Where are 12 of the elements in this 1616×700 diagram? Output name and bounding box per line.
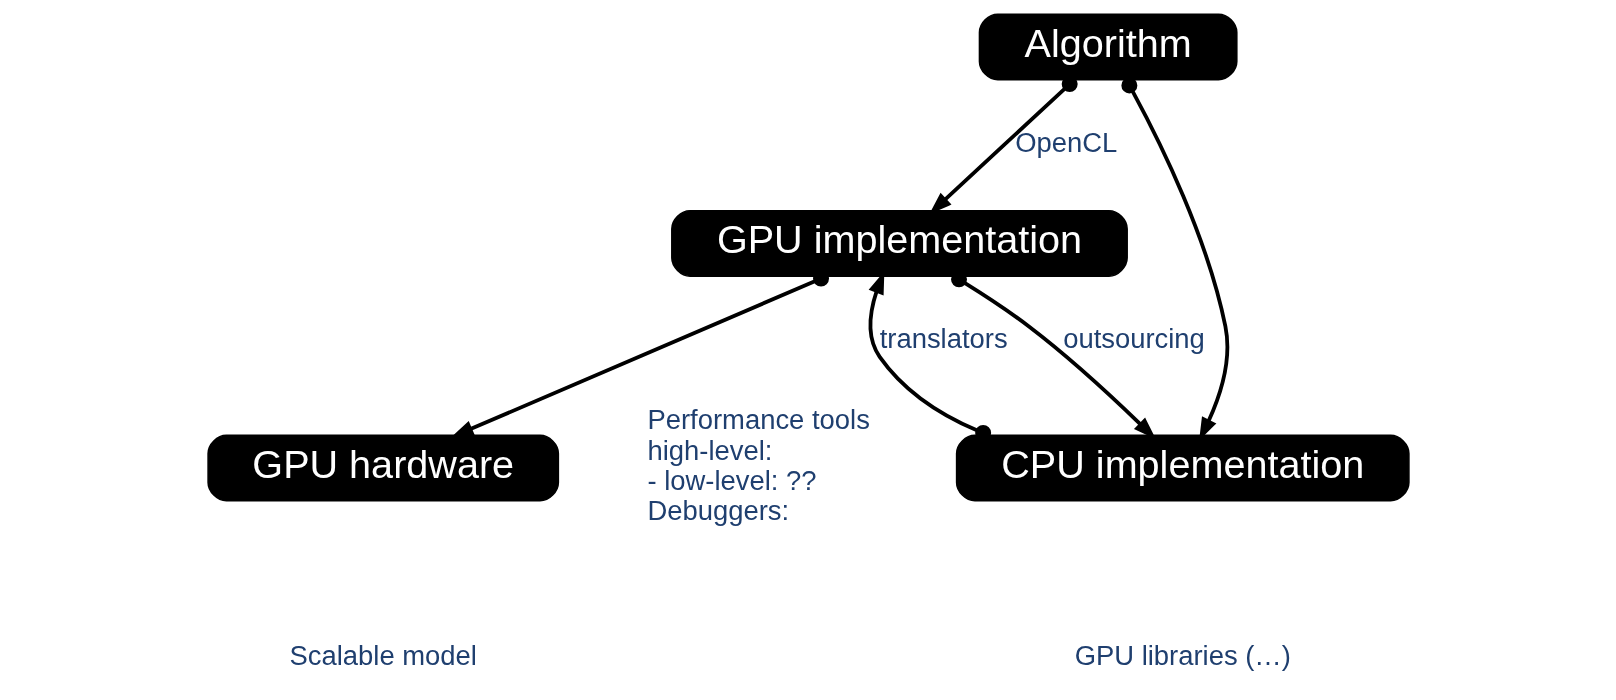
label: Performance tools xyxy=(646,404,870,436)
node-box: CPU implementation xyxy=(955,434,1410,502)
edge-label: translators xyxy=(879,323,1008,355)
label: Scalable model xyxy=(289,640,477,672)
edge-label: outsourcing xyxy=(1062,323,1205,355)
label: high-level: xyxy=(646,434,772,466)
label: GPU libraries (…) xyxy=(1074,640,1291,672)
label: Debuggers: xyxy=(646,495,789,527)
edge-label: OpenCL xyxy=(1014,126,1117,158)
node-box: GPU implementation xyxy=(670,209,1128,277)
node-box: GPU hardware xyxy=(206,434,559,502)
node-box: Algorithm xyxy=(978,13,1238,81)
